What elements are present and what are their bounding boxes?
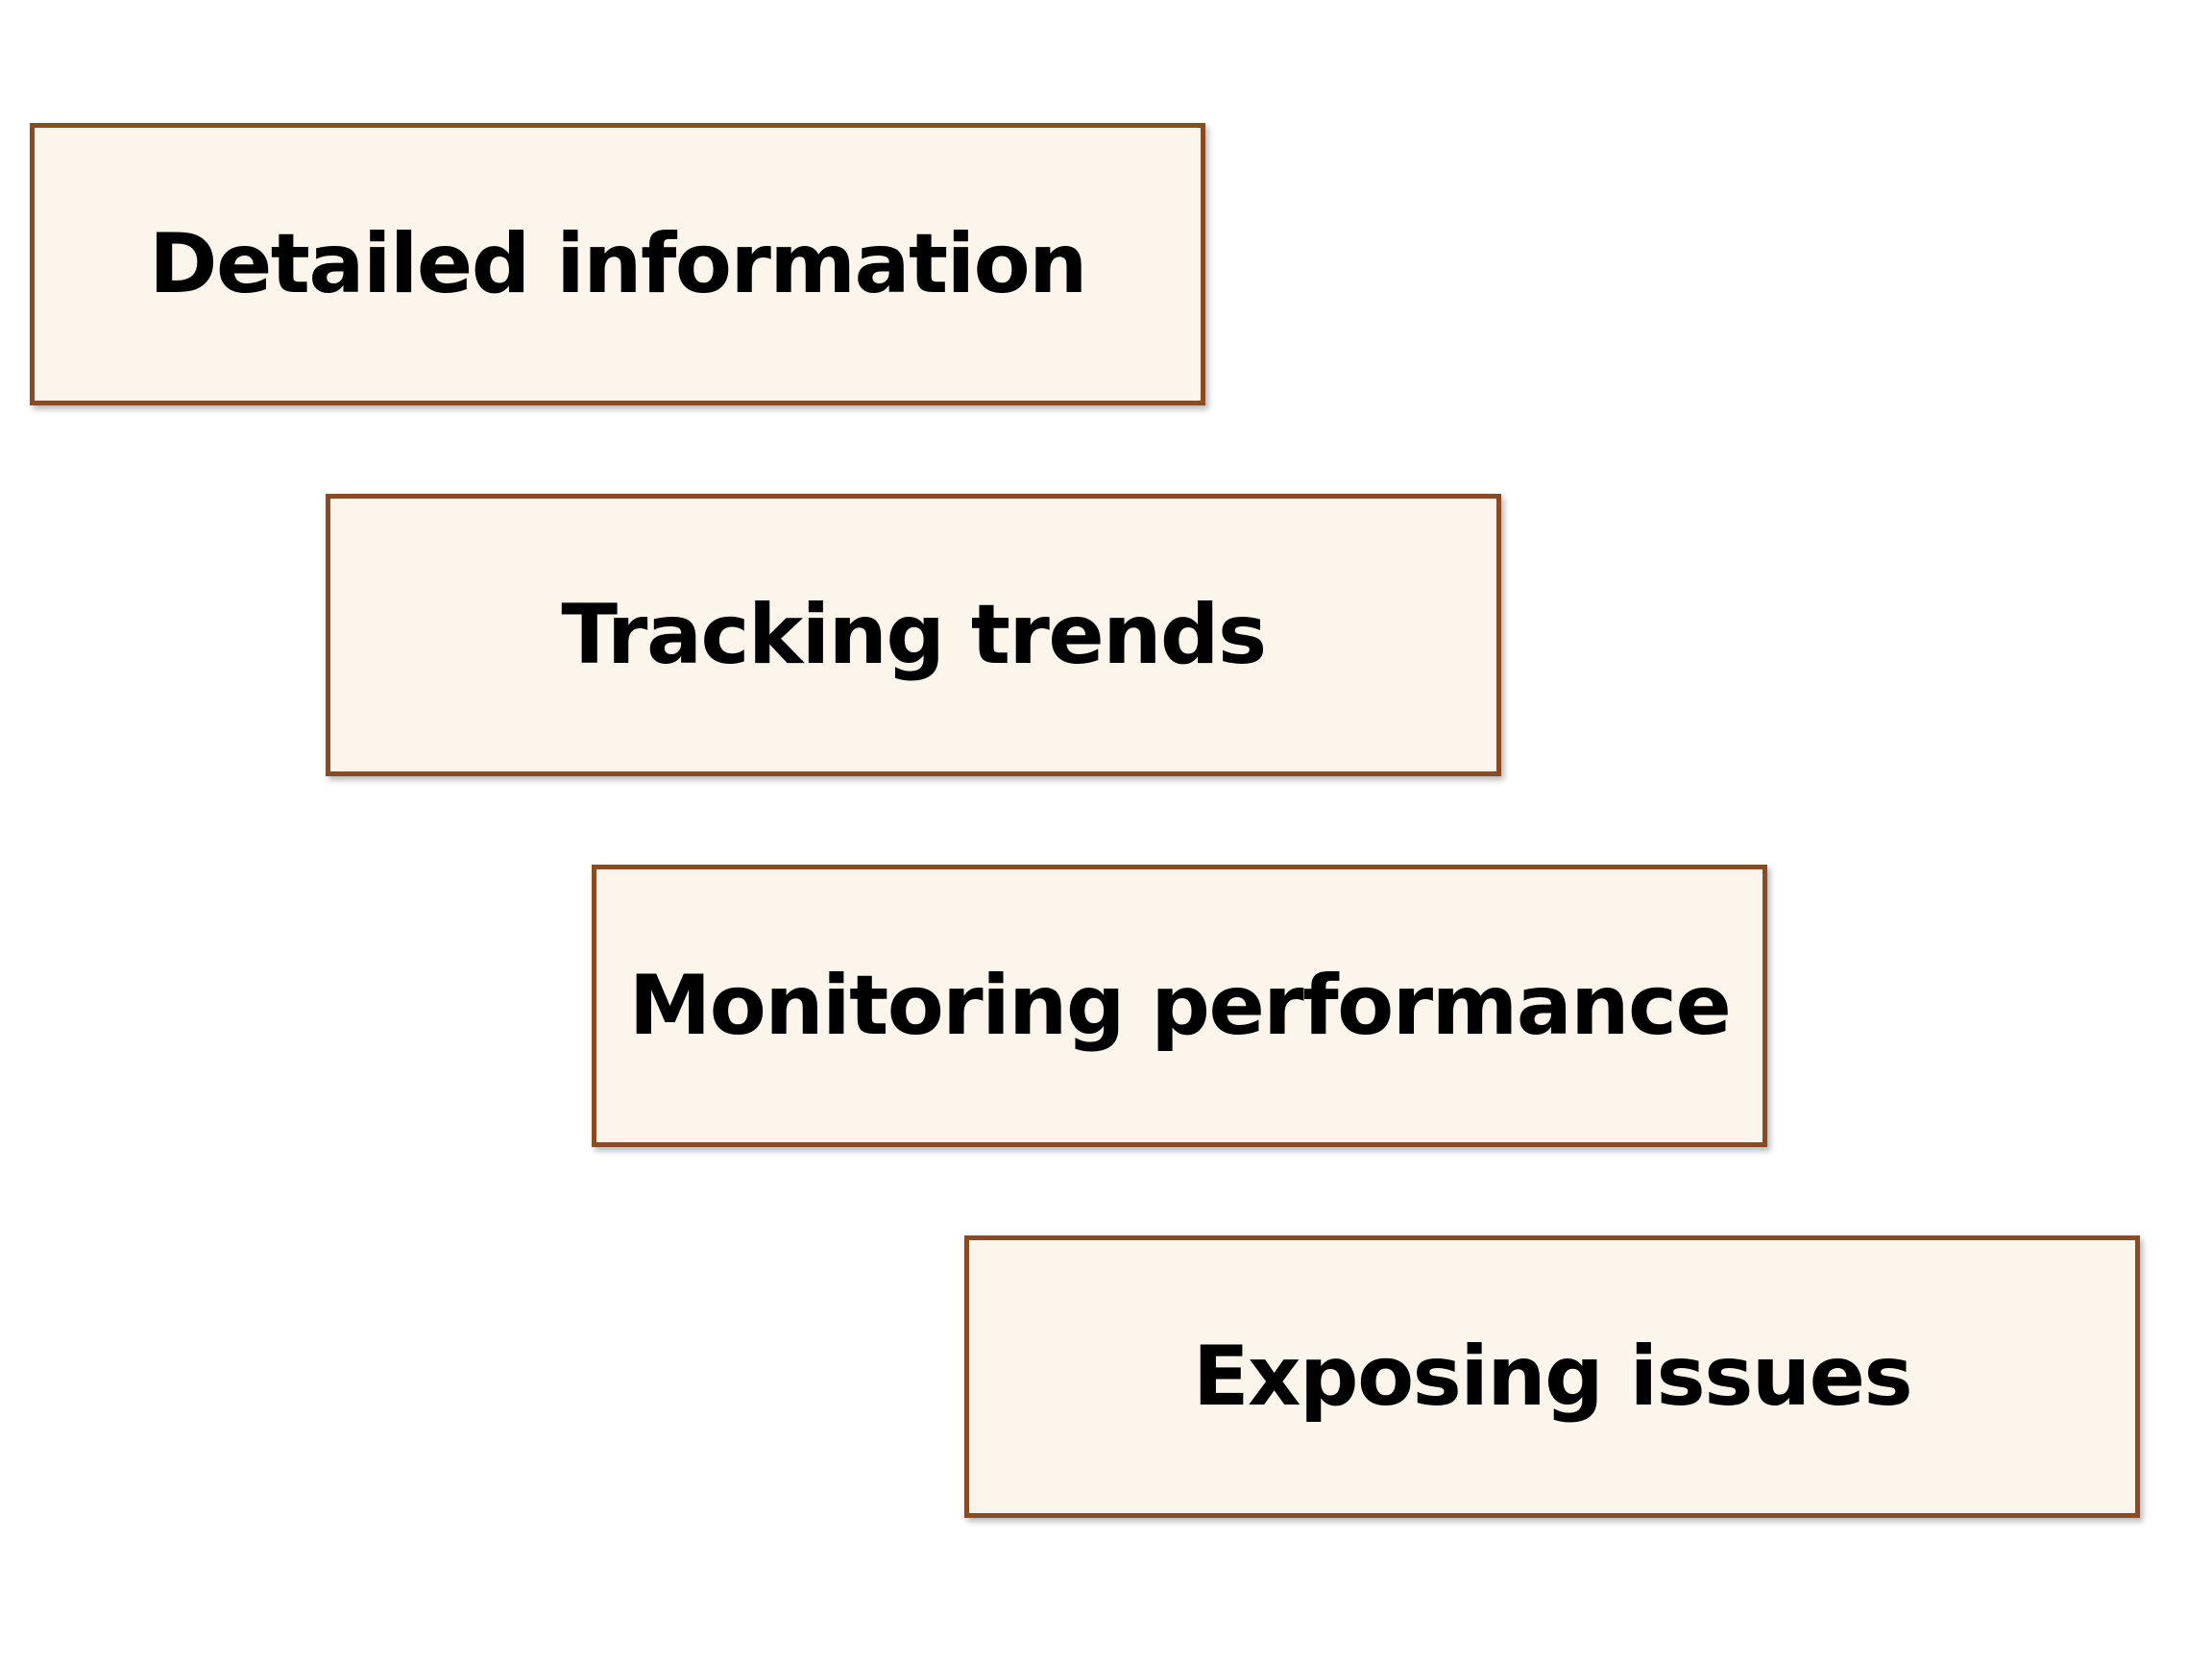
step-label: Tracking trends — [561, 587, 1267, 683]
step-box-tracking-trends: Tracking trends — [326, 494, 1501, 776]
step-label: Monitoring performance — [628, 958, 1732, 1054]
step-box-monitoring-performance: Monitoring performance — [592, 865, 1767, 1147]
step-box-detailed-information: Detailed information — [30, 123, 1205, 405]
step-box-exposing-issues: Exposing issues — [964, 1235, 2140, 1518]
step-label: Exposing issues — [1192, 1329, 1913, 1425]
step-label: Detailed information — [149, 216, 1087, 312]
